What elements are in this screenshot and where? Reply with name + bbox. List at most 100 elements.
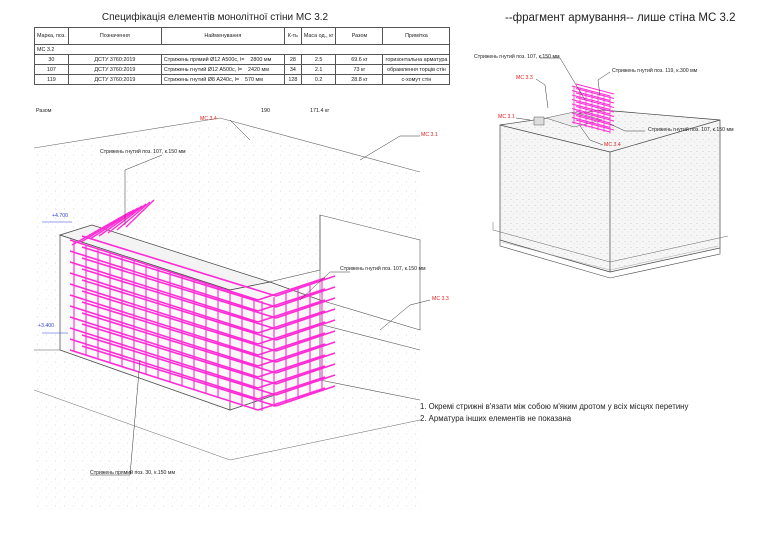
spec-header-row: Марка, поз. Позначення Найменування К-ть… (34, 27, 451, 45)
rebar-bent (98, 205, 143, 237)
spec-header: Маса од., кг (300, 27, 337, 45)
label-bar107-top: Стрижень гнутий поз. 107, к.150 мм (100, 149, 186, 155)
rebar-bent (125, 199, 155, 228)
rebar-horizontal (575, 101, 615, 113)
rebar-horizontal (257, 310, 326, 334)
spec-length: 570 мм (245, 76, 263, 83)
rebar-horizontal (257, 365, 326, 389)
spec-cell-name: Стрижень прямий Ø12 А500с, l= 2800 мм (160, 54, 285, 65)
fragment-title: --фрагмент армування-- лише стіна МС 3.2 (505, 12, 736, 24)
tag-ms34: МС 3.4 (200, 116, 217, 122)
spec-cell: 0.2 (300, 74, 337, 85)
spec-cell-name: Стрижень гнутий Ø8 А240с, l= 570 мм (160, 74, 285, 85)
frag-label-bar119: Стрижень гнутий поз. 119, к.300 мм (612, 68, 698, 74)
spec-length: 2420 мм (248, 66, 269, 73)
spec-cell: с-хомут стін (382, 74, 451, 85)
rebar-horizontal (275, 275, 336, 297)
rebar-horizontal (257, 299, 326, 323)
note-2: 2. Арматура інших елементів не показана (420, 414, 572, 423)
spec-name: Стрижень прямий Ø12 А500с, l= (163, 56, 245, 63)
rebar-horizontal (69, 305, 259, 367)
spec-total-qty: 190 (261, 108, 270, 114)
rebar-horizontal (69, 272, 259, 334)
label-bar30: Стрижень прямий поз. 30, к.150 мм (90, 470, 176, 476)
spec-cell: 73 кг (335, 64, 384, 75)
rebar-horizontal (69, 239, 259, 301)
rebar-horizontal (69, 283, 259, 345)
rebar-horizontal (575, 92, 615, 104)
elevation-bottom: +3.400 (38, 323, 55, 329)
rebar-horizontal (69, 261, 259, 323)
rebar-horizontal (81, 323, 277, 385)
rebar-horizontal (575, 87, 615, 100)
rebar-horizontal (257, 387, 326, 411)
spec-cell: 2.1 (300, 64, 337, 75)
main-rebar-cage (69, 199, 336, 411)
rebar-horizontal (69, 349, 259, 411)
spec-cell: 119 (34, 74, 69, 85)
rebar-horizontal (575, 110, 615, 122)
rebar-bent (89, 207, 139, 240)
rebar-horizontal (575, 119, 615, 131)
fragment-rebar-cage (571, 83, 615, 134)
rebar-bent (107, 203, 147, 234)
spec-group: МС 3.2 (33, 44, 451, 55)
spec-cell: ДСТУ 3760:2019 (67, 64, 162, 75)
note-1: 1. Окремі стрижні в'язати між собою м'як… (420, 402, 689, 411)
spec-cell: 28 (283, 54, 302, 65)
rebar-horizontal (81, 334, 277, 396)
rebar-horizontal (257, 288, 326, 312)
fragment-leaders (515, 57, 645, 146)
spec-group-row: МС 3.2 (33, 44, 451, 55)
rebar-horizontal (81, 246, 277, 308)
spec-total-mass: 171.4 кг (310, 108, 330, 114)
rebar-horizontal (257, 376, 326, 400)
table-row: 107 ДСТУ 3760:2019 Стрижень гнутий Ø12 А… (34, 64, 451, 75)
rebar-horizontal (69, 316, 259, 378)
fragment-view (492, 109, 729, 279)
frag-label-bar107: Стрижень гнутий поз. 107, к.150 мм (474, 54, 560, 60)
rebar-horizontal (81, 290, 277, 352)
label-bar107-right: Стрижень гнутий поз. 107, к.150 мм (340, 266, 426, 272)
tag-ms33: МС 3.3 (432, 296, 449, 302)
table-row: 119 ДСТУ 3760:2019 Стрижень гнутий Ø8 А2… (34, 74, 451, 85)
spec-header: Найменування (160, 27, 285, 45)
frag-tag-ms31: МС 3.1 (498, 114, 515, 120)
spec-name: Стрижень гнутий Ø12 А500с, l= (163, 66, 243, 73)
spec-total-label: Разом (36, 108, 52, 114)
spec-header: Разом (335, 27, 384, 45)
spec-cell: ДСТУ 3760:2019 (67, 74, 162, 85)
spec-cell: 107 (34, 64, 69, 75)
rebar-horizontal (575, 96, 615, 109)
spec-header: Примітка (382, 27, 451, 45)
rebar-horizontal (257, 354, 326, 378)
frag-tag-ms34: МС 3.4 (604, 142, 621, 148)
rebar-horizontal (81, 312, 277, 374)
spec-cell: 2.5 (300, 54, 337, 65)
rebar-horizontal (257, 321, 326, 345)
spec-length: 2800 мм (250, 56, 272, 63)
rebar-horizontal (81, 257, 277, 319)
rebar-horizontal (69, 250, 259, 312)
frag-tag-ms33: МС 3.3 (516, 75, 533, 81)
rebar-horizontal (575, 83, 615, 95)
spec-cell: 69.6 кг (335, 54, 384, 65)
rebar-horizontal (81, 235, 277, 297)
rebar-bent (116, 201, 151, 231)
rebar-horizontal (575, 105, 615, 118)
rebar-horizontal (257, 277, 326, 301)
rebar-horizontal (575, 114, 615, 127)
main-leaders (42, 119, 431, 476)
spec-cell: ДСТУ 3760:2019 (67, 54, 162, 65)
spec-header: Позначення (67, 27, 162, 45)
rebar-horizontal (81, 345, 277, 407)
rebar-horizontal (69, 327, 259, 389)
spec-title: Специфікація елементів монолітної стіни … (101, 12, 329, 23)
spec-name: Стрижень гнутий Ø8 А240с, l= (163, 76, 240, 83)
rebar-horizontal (257, 343, 326, 367)
spec-cell: 34 (283, 64, 302, 75)
rebar-horizontal (69, 338, 259, 400)
spec-cell: горизонтальна арматура (382, 54, 451, 65)
spec-cell: обрамлення торців стін (382, 64, 451, 75)
